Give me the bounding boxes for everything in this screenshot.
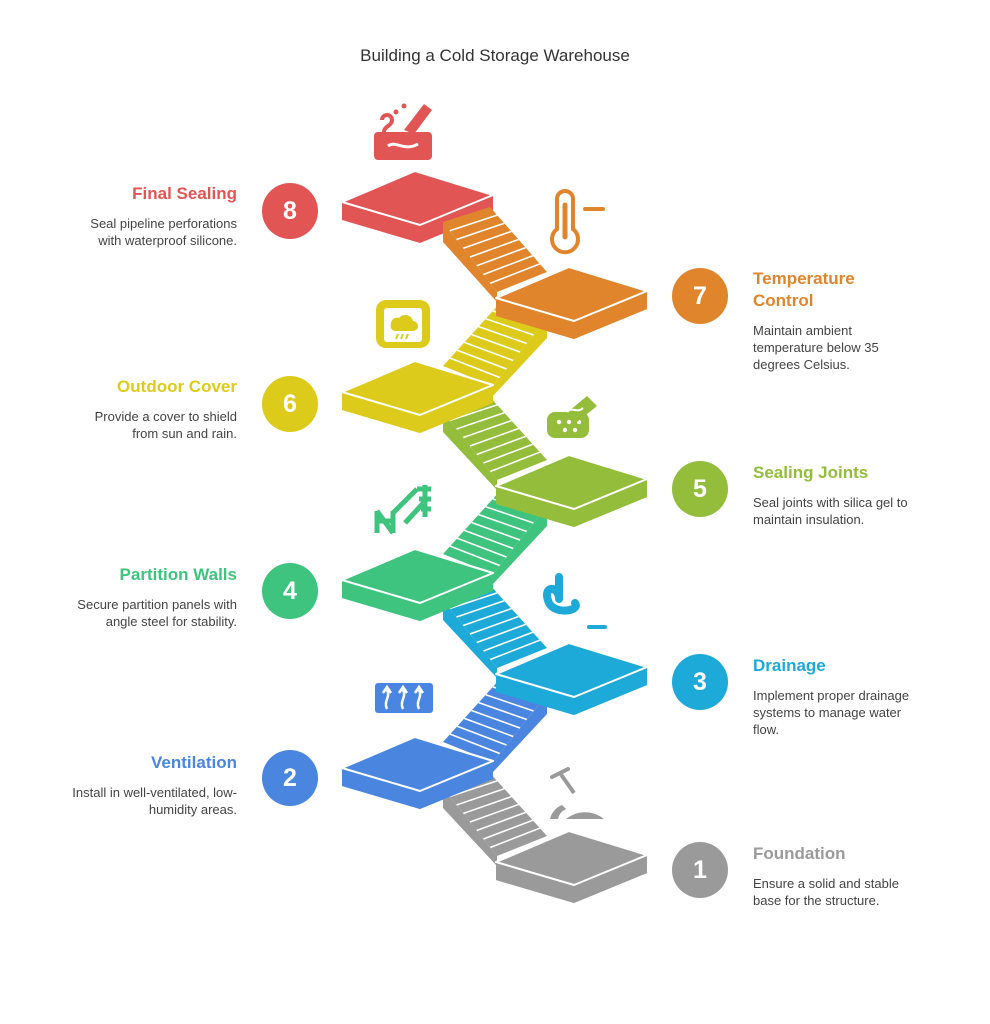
stairs-to-step-5 (443, 397, 547, 490)
pipe-icon (543, 573, 607, 629)
step-6-desc: Provide a cover to shield from sun and r… (94, 409, 237, 441)
diagram-title: Building a Cold Storage Warehouse (360, 46, 630, 65)
cover-icon (376, 300, 430, 348)
step-4-number: 4 (262, 563, 318, 619)
stairs-to-step-2 (443, 679, 547, 772)
step-8-title: Final Sealing (132, 184, 237, 203)
step-2-platform (341, 736, 494, 809)
step-4-desc: Secure partition panels with angle steel… (77, 597, 237, 629)
step-7-desc: Maintain ambient temperature below 35 de… (753, 323, 879, 372)
step-8-desc: Seal pipeline perforations with waterpro… (90, 216, 237, 248)
step-7-title: Temperature Control (753, 269, 855, 310)
step-1-platform (495, 830, 648, 903)
step-2-number: 2 (262, 750, 318, 806)
step-1-title: Foundation (753, 844, 846, 863)
step-6-number: 6 (262, 376, 318, 432)
step-5-title: Sealing Joints (753, 463, 869, 482)
step-8-number: 8 (262, 183, 318, 239)
step-7-number: 7 (672, 268, 728, 324)
stairs-to-step-1 (443, 773, 547, 866)
stairs-to-step-3 (443, 585, 547, 678)
step-8-platform (341, 170, 494, 243)
silicone-gun-icon (374, 103, 432, 160)
step-6-title: Outdoor Cover (117, 377, 237, 396)
step-5-platform (495, 454, 648, 527)
partition-icon (374, 485, 431, 535)
step-6-platform (341, 360, 494, 433)
step-2-title: Ventilation (151, 753, 237, 772)
airflow-icon (375, 683, 433, 713)
step-1-desc: Ensure a solid and stable base for the s… (753, 876, 899, 908)
step-7-platform (495, 266, 648, 339)
step-2-desc: Install in well-ventilated, low-humidity… (72, 785, 237, 817)
sealant-icon (547, 396, 597, 438)
shovel-icon (550, 767, 604, 819)
stairs-to-step-7 (443, 207, 547, 302)
step-3-desc: Implement proper drainage systems to man… (753, 688, 910, 737)
step-3-number: 3 (672, 654, 728, 710)
step-3-platform (495, 642, 648, 715)
step-5-number: 5 (672, 461, 728, 517)
step-3-title: Drainage (753, 656, 826, 675)
thermometer-icon (550, 189, 605, 255)
step-4-title: Partition Walls (119, 565, 237, 584)
step-1-number: 1 (672, 842, 728, 898)
step-4-platform (341, 548, 494, 621)
step-5-desc: Seal joints with silica gel to maintain … (753, 495, 908, 527)
